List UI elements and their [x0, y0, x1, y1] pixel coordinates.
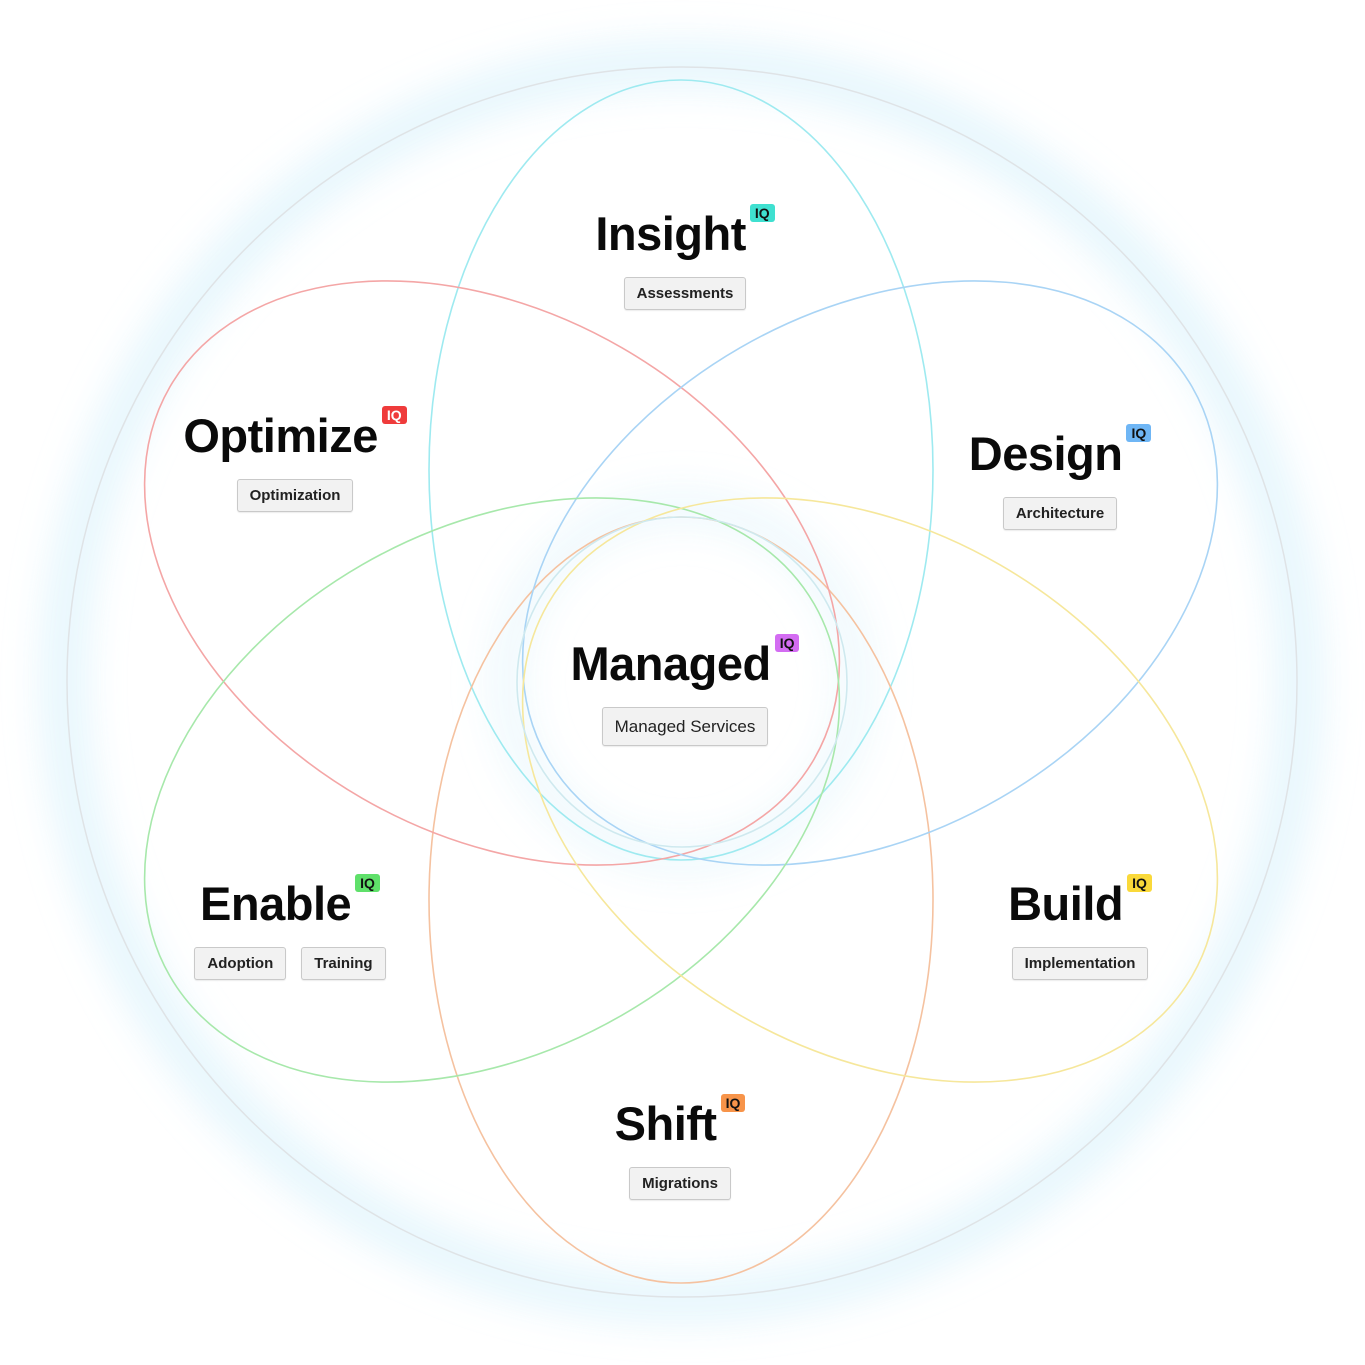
managed-iq-badge: IQ — [774, 634, 800, 652]
node-managed: Managed IQ Managed Services — [545, 634, 825, 746]
tag-migrations: Migrations — [629, 1167, 731, 1200]
optimize-title: Optimize — [183, 409, 378, 462]
node-shift: Shift IQ Migrations — [565, 1094, 795, 1200]
center-glow — [498, 498, 866, 866]
design-ring — [521, 280, 1219, 866]
insight-title: Insight — [595, 207, 746, 260]
node-build: Build IQ Implementation — [965, 874, 1195, 980]
shift-iq-badge: IQ — [720, 1094, 746, 1112]
build-iq-badge: IQ — [1127, 874, 1152, 892]
tag-optimization: Optimization — [236, 479, 354, 512]
node-enable: Enable IQ Adoption Training — [170, 874, 410, 980]
optimize-iq-badge: IQ — [381, 406, 407, 424]
tag-assessments: Assessments — [623, 277, 747, 310]
outer-ring — [66, 66, 1298, 1298]
tag-architecture: Architecture — [1002, 497, 1118, 530]
enable-ring — [143, 497, 841, 1083]
tag-implementation: Implementation — [1011, 947, 1149, 980]
shift-title: Shift — [614, 1097, 717, 1150]
insight-ring — [428, 79, 934, 861]
build-ring — [521, 497, 1219, 1083]
design-title: Design — [968, 427, 1123, 480]
enable-title: Enable — [200, 877, 352, 930]
node-insight: Insight IQ Assessments — [570, 204, 800, 310]
design-iq-badge: IQ — [1126, 424, 1152, 442]
tag-training: Training — [301, 947, 386, 980]
optimize-ring — [143, 280, 841, 866]
outer-glow — [49, 49, 1315, 1315]
enable-iq-badge: IQ — [355, 874, 380, 892]
managed-title: Managed — [570, 637, 772, 690]
build-title: Build — [1008, 877, 1124, 930]
tag-adoption: Adoption — [194, 947, 287, 980]
tag-managed-services: Managed Services — [601, 707, 769, 746]
managed-ring — [516, 516, 848, 848]
node-design: Design IQ Architecture — [945, 424, 1175, 530]
node-optimize: Optimize IQ Optimization — [160, 406, 430, 512]
insight-iq-badge: IQ — [749, 204, 775, 222]
